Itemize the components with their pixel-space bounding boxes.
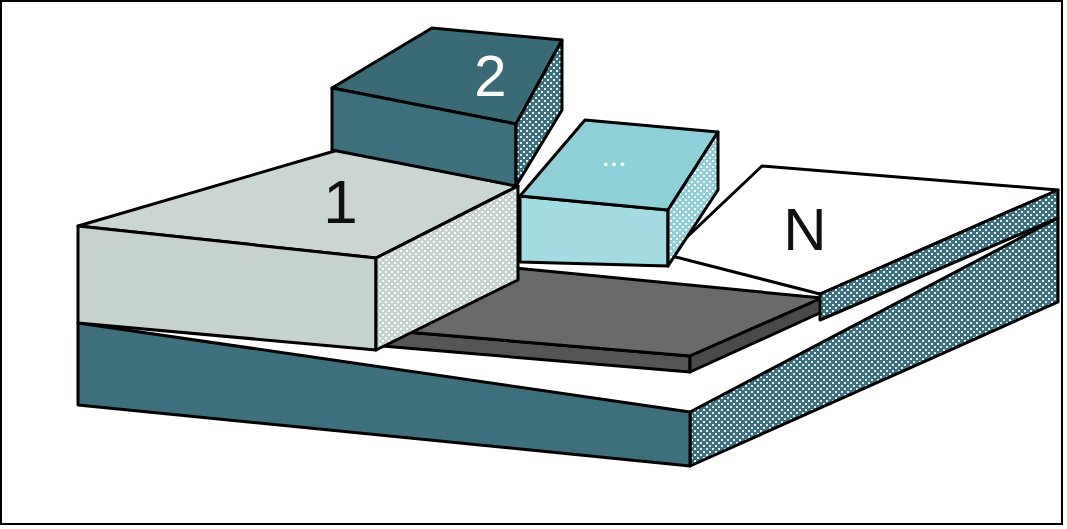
block-one bbox=[78, 150, 518, 350]
block-node: 2 bbox=[470, 45, 511, 107]
block-label: 2 bbox=[474, 47, 506, 105]
block-label: N bbox=[783, 200, 826, 260]
block-two bbox=[332, 28, 562, 186]
block-node: ... bbox=[597, 139, 631, 173]
block-node: N bbox=[779, 198, 831, 262]
block-label: 1 bbox=[323, 171, 357, 233]
block-node: 1 bbox=[319, 169, 362, 235]
block-label: ... bbox=[601, 141, 626, 171]
block-dots bbox=[520, 120, 718, 266]
block-n bbox=[668, 166, 1058, 320]
